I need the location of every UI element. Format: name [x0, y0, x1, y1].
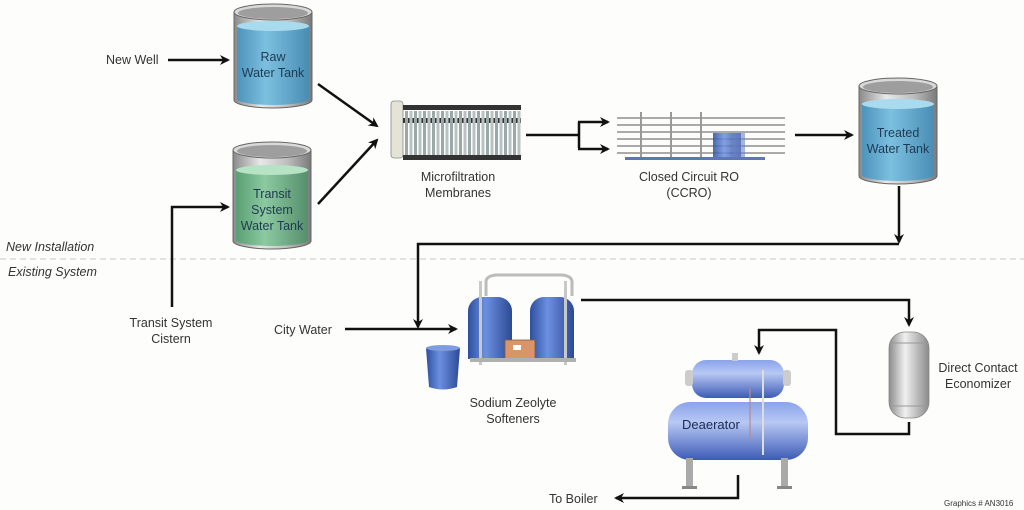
- economizer-label-line2: Economizer: [945, 377, 1011, 391]
- ccro-label-line1: Closed Circuit RO: [639, 170, 739, 184]
- arrow-transit-tank-to-microfiltration: [317, 138, 379, 205]
- membrane-tube: [472, 111, 476, 155]
- treated-tank-label-line2: Water Tank: [867, 142, 930, 156]
- membrane-tube: [454, 111, 458, 155]
- ccro-unit: [617, 112, 785, 160]
- membrane-tube: [409, 111, 413, 155]
- membrane-tube: [504, 111, 507, 155]
- section-label-new-installation: New Installation: [6, 240, 94, 254]
- membrane-tube: [445, 111, 449, 155]
- membrane-tube: [436, 111, 440, 155]
- arrow-raw-tank-to-microfiltration: [317, 82, 379, 128]
- membrane-tube: [517, 111, 521, 155]
- membrane-tube: [477, 111, 480, 155]
- raw-tank-label-line2: Water Tank: [242, 66, 305, 80]
- membrane-tube: [513, 111, 516, 155]
- membrane-tube: [418, 111, 422, 155]
- transit-tank-label-line2: System: [251, 203, 293, 217]
- source-city-water: City Water: [274, 323, 332, 337]
- deaerator: Deaerator: [668, 353, 808, 489]
- transit-tank-label-line3: Water Tank: [241, 219, 304, 233]
- ccro-label-line2: (CCRO): [666, 186, 711, 200]
- membrane-tube: [486, 111, 489, 155]
- membrane-tube: [495, 111, 498, 155]
- membrane-tube: [490, 111, 494, 155]
- membrane-tube: [468, 111, 471, 155]
- graphics-id: Graphics # AN3016: [944, 499, 1014, 508]
- microfiltration-label-line2: Membranes: [425, 186, 491, 200]
- source-transit-cistern-line1: Transit System: [130, 316, 213, 330]
- output-to-boiler: To Boiler: [549, 492, 598, 506]
- transit-tank-label-line1: Transit: [253, 187, 291, 201]
- arrow-softeners-to-economizer: [581, 298, 914, 327]
- membrane-tube: [499, 111, 503, 155]
- raw-water-tank: Raw Water Tank: [233, 3, 313, 109]
- arrow-deaerator-to-boiler: [614, 475, 740, 503]
- ccro-frame-post: [670, 112, 672, 158]
- treated-water-tank: Treated Water Tank: [858, 77, 938, 185]
- ccro-frame-post: [640, 112, 642, 158]
- membrane-tube: [432, 111, 435, 155]
- transit-system-water-tank: Transit System Water Tank: [232, 141, 312, 250]
- membrane-tube: [441, 111, 444, 155]
- membrane-tube: [423, 111, 426, 155]
- membrane-tube: [463, 111, 467, 155]
- treated-tank-label-line1: Treated: [877, 126, 920, 140]
- membrane-tube: [508, 111, 512, 155]
- raw-tank-label-line1: Raw: [260, 50, 286, 64]
- membrane-tube: [459, 111, 462, 155]
- direct-contact-economizer: [888, 331, 930, 419]
- section-label-existing-system: Existing System: [8, 265, 97, 279]
- arrow-economizer-to-deaerator: [754, 328, 911, 436]
- softeners-label-line1: Sodium Zeolyte: [470, 396, 557, 410]
- membrane-tube: [427, 111, 431, 155]
- ccro-frame-post: [700, 112, 702, 158]
- source-new-well: New Well: [106, 53, 159, 67]
- economizer-label-line1: Direct Contact: [938, 361, 1018, 375]
- membrane-tube: [405, 111, 408, 155]
- sodium-zeolyte-softeners: [426, 273, 576, 390]
- source-transit-cistern-line2: Cistern: [151, 332, 191, 346]
- microfiltration-membranes: [390, 100, 521, 160]
- arrow-cistern-to-transit-tank: [170, 202, 230, 307]
- microfiltration-label-line1: Microfiltration: [421, 170, 495, 184]
- softeners-label-line2: Softeners: [486, 412, 540, 426]
- deaerator-label: Deaerator: [682, 417, 740, 432]
- membrane-tube: [481, 111, 485, 155]
- arrow-treated-water-to-softeners: [413, 242, 899, 329]
- membrane-tube: [414, 111, 417, 155]
- membrane-tube: [450, 111, 453, 155]
